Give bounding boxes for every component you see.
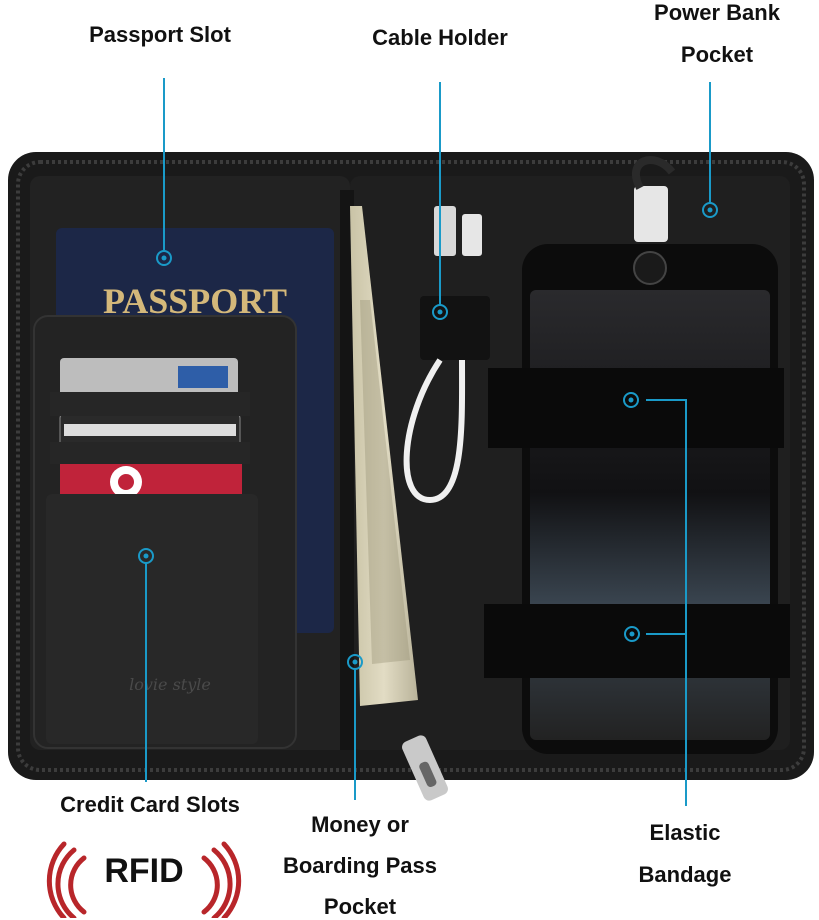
callout-target-icon <box>702 202 718 218</box>
elastic-band-lower <box>484 604 790 678</box>
callout-lines <box>145 78 711 806</box>
card-pocket: lovie style <box>33 315 297 749</box>
callout-targets <box>138 202 718 670</box>
brand-logo-script: lovie style <box>129 675 211 694</box>
label-money-line1: Money or <box>311 812 409 837</box>
callout-target-icon <box>432 304 448 320</box>
rfid-wave-icon <box>55 847 77 918</box>
callout-target-icon <box>623 392 639 408</box>
callout-target-icon <box>624 626 640 642</box>
rfid-badge <box>46 841 242 918</box>
label-money-line3: Pocket <box>323 894 397 919</box>
card-slot-lip-3 <box>46 494 258 744</box>
dollar-bill-sheet <box>350 206 418 706</box>
phone-charging-plug <box>634 186 668 242</box>
usb-connector-1 <box>434 206 456 256</box>
rfid-wave-icon <box>211 847 233 918</box>
rfid-wave-icon <box>221 841 242 918</box>
callout-line-elastic <box>646 399 687 806</box>
card-slot-lip-2 <box>50 442 250 464</box>
label-elastic-line1: Elastic <box>649 820 721 845</box>
label-power-bank-line2: Pocket <box>680 42 754 67</box>
wallet-photo: PASSPORT lovie style <box>8 152 814 801</box>
credit-card-1-stripe <box>178 366 228 388</box>
cable-elastic-strap <box>420 296 490 360</box>
callout-target-icon <box>156 250 172 266</box>
credit-card-2-strip <box>64 424 236 436</box>
callout-target-icon <box>347 654 363 670</box>
label-money-line2: Boarding Pass <box>282 853 438 878</box>
phone-home-button <box>633 251 667 285</box>
rfid-wave-icon <box>201 855 220 915</box>
zipper-pull-hole <box>419 761 437 788</box>
usb-connector-2 <box>462 214 482 256</box>
passport-cover-text: PASSPORT <box>103 281 287 321</box>
rfid-wave-icon <box>68 855 87 915</box>
rfid-wave-icon <box>46 841 67 918</box>
smartphone <box>484 156 790 754</box>
dollar-bill <box>350 206 418 706</box>
phone-charging-cable <box>631 156 676 190</box>
dollar-bill-print <box>360 300 410 664</box>
label-credit-card-slots: Credit Card Slots <box>60 792 240 817</box>
usb-cable-loop <box>403 358 466 504</box>
callout-target-icon <box>138 548 154 564</box>
elastic-band-upper <box>488 368 784 448</box>
label-cable-holder: Cable Holder <box>372 25 508 50</box>
rfid-badge-text: RFID <box>104 852 184 890</box>
wallet-spine <box>340 190 354 750</box>
zipper-pull <box>402 735 448 801</box>
credit-card-3 <box>60 460 242 498</box>
label-power-bank-line1: Power Bank <box>654 0 780 25</box>
label-elastic-line2: Bandage <box>638 862 732 887</box>
label-passport-slot: Passport Slot <box>89 22 231 47</box>
credit-card-3-logo-inner <box>118 474 134 490</box>
card-slot-lip-1 <box>50 392 250 416</box>
zipper-track <box>16 160 806 772</box>
